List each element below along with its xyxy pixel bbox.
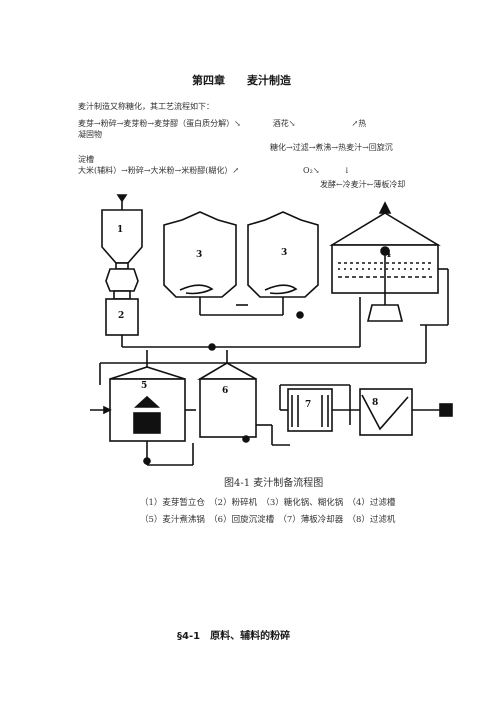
intro-text: 麦汁制造又称糖化，其工艺流程如下： [78,102,214,111]
flow-line-2: 凝固物 [78,130,102,139]
outlet-icon [439,403,453,417]
label-3a: 3 [196,250,202,260]
process-flow-diagram: 1 2 3 3 4 5 6 7 8 [90,194,453,466]
whirlpool-6 [199,378,257,438]
label-1: 1 [117,225,123,235]
label-8: 8 [372,398,378,408]
flow-line-1: 麦芽→粉碎→麦芽粉→麦芽醪（蛋白质分解）↘ 酒花↘ ↗热 [78,119,367,128]
cooker-3b [247,211,319,298]
flow-line-5: 大米(辅料）→粉碎→大米粉→米粉醪(糊化）↗ O₂↘ ↓ [78,166,351,175]
label-5: 5 [141,381,147,391]
mill-body [105,268,139,292]
label-6: 6 [222,386,228,396]
label-7: 7 [305,400,311,410]
figure-caption: 图4-1 麦汁制备流程图 [224,478,324,489]
legend-row-1: （1）麦芽暂立仓 （2）粉碎机 （3）糖化锅、糊化锅 （4）过滤槽 [140,498,396,508]
label-4: 4 [385,250,391,260]
chapter-title: 第四章 麦汁制造 [192,74,291,87]
section-title: §4-1 原料、辅料的粉碎 [177,631,291,642]
flow-line-6: 发酵←冷麦汁←薄板冷却 [320,180,406,189]
plate-cooler-7 [287,388,333,432]
filter-8 [359,388,413,436]
silo-inlet-icon [116,194,128,203]
malt-silo-1 [101,209,143,264]
flow-line-4: 淀槽 [78,155,94,164]
label-3b: 3 [281,248,287,258]
mash-tun-3a [163,211,237,298]
label-2: 2 [118,311,124,321]
legend-row-2: （5）麦汁煮沸锅 （6）回旋沉淀槽 （7）薄板冷却器 （8）过滤机 [140,515,396,525]
flow-line-3: 糖化→过滤→煮沸→热麦汁→回旋沉 [270,143,393,152]
